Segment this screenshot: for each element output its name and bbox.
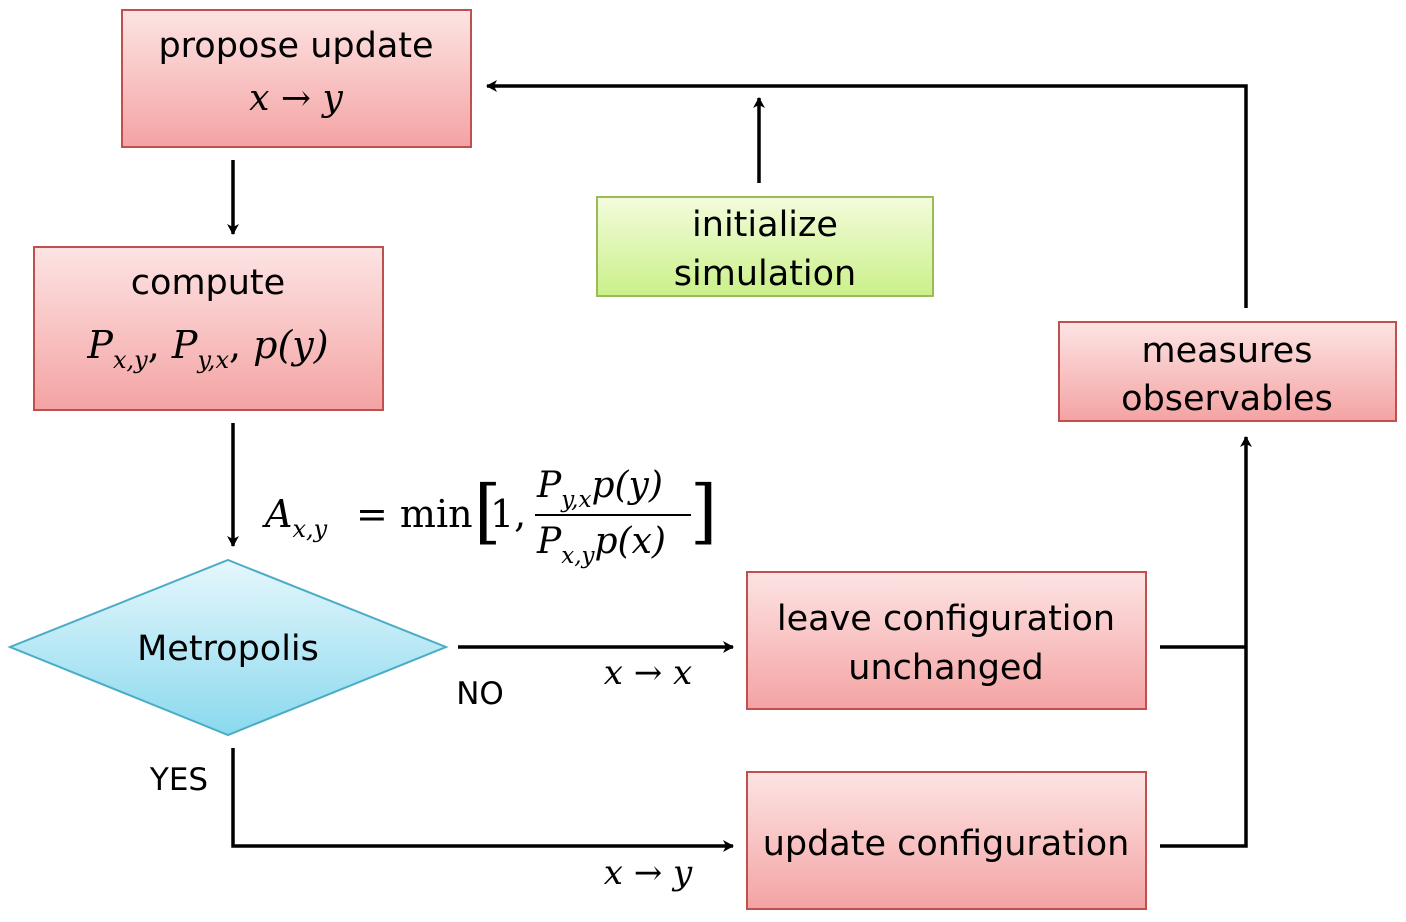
initialize-line2: simulation — [674, 254, 856, 294]
leave-line2: unchanged — [848, 648, 1043, 688]
formula-numerator: Py,xp(y) — [536, 465, 663, 513]
compute-math: Px,y, Py,x, p(y) — [86, 323, 328, 374]
propose-update-title: propose update — [158, 26, 433, 66]
no-label: NO — [456, 676, 504, 712]
formula-eq-min: = min — [356, 492, 473, 536]
yes-edge-math: x → y — [604, 853, 693, 893]
node-propose-update: propose update x → y — [121, 9, 472, 148]
yes-label: YES — [149, 762, 208, 798]
measures-line2: observables — [1121, 379, 1333, 419]
metropolis-label: Metropolis — [137, 629, 319, 669]
node-metropolis: Metropolis — [7, 558, 449, 737]
propose-update-math: x → y — [249, 78, 343, 119]
formula-one: 1, — [490, 492, 526, 536]
acceptance-formula: Ax,y = min [ 1, Py,xp(y) Px,yp(x) ] — [262, 465, 717, 569]
measures-line1: measures — [1142, 331, 1313, 371]
arrow-measures-to-propose — [486, 80, 1248, 308]
formula-right-bracket: ] — [690, 470, 717, 552]
compute-title: compute — [131, 263, 285, 303]
formula-denominator: Px,yp(x) — [536, 521, 666, 569]
leave-line1: leave configuration — [777, 599, 1115, 639]
formula-lhs: Ax,y — [262, 492, 328, 543]
connectors — [227, 80, 1252, 852]
node-initialize-simulation: initialize simulation — [596, 196, 934, 297]
node-leave-configuration: leave configuration unchanged — [746, 571, 1147, 710]
no-edge-math: x → x — [604, 653, 692, 693]
node-measures-observables: measures observables — [1058, 321, 1397, 422]
node-update-configuration: update configuration — [746, 771, 1147, 910]
arrow-metropolis-yes — [231, 748, 734, 852]
node-compute: compute Px,y, Py,x, p(y) — [33, 246, 384, 411]
arrow-update-to-measures — [1160, 436, 1252, 848]
update-label: update configuration — [763, 824, 1130, 864]
initialize-line1: initialize — [692, 205, 838, 245]
formula-left-bracket: [ — [474, 470, 501, 552]
